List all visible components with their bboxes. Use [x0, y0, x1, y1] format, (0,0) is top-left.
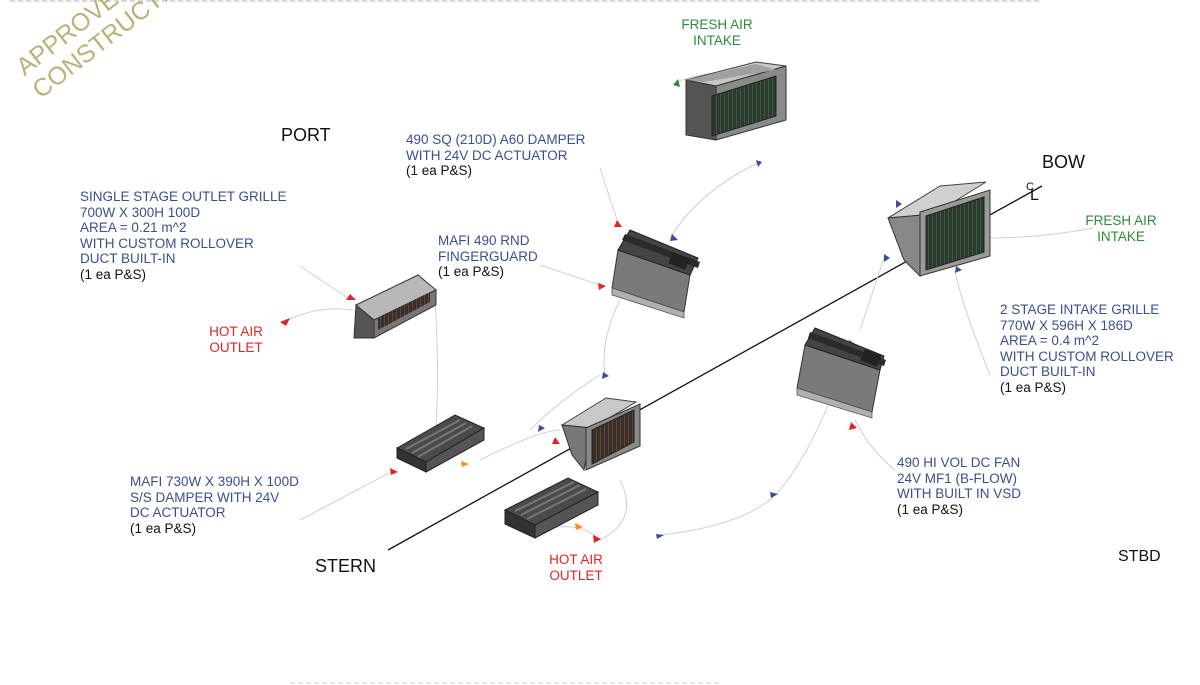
label-line: FRESH AIR [1085, 213, 1157, 228]
label-intake-grille: 2 STAGE INTAKE GRILLE 770W X 596H X 186D… [1000, 302, 1174, 395]
red-arrow [849, 422, 857, 430]
label-damper-490: 490 SQ (210D) A60 DAMPER WITH 24V DC ACT… [406, 132, 585, 179]
label-fresh-air-top: FRESH AIR INTAKE [672, 17, 762, 48]
label-fresh-air-right: FRESH AIR INTAKE [1076, 213, 1166, 244]
label-fingerguard: MAFI 490 RND FINGERGUARD (1 ea P&S) [438, 233, 538, 280]
label-line: FRESH AIR [681, 17, 753, 32]
flow-arrows [280, 79, 962, 543]
label-line: MAFI 490 RND [438, 233, 530, 248]
mafi-damper-left [395, 414, 486, 473]
label-line: HOT AIR [549, 552, 603, 567]
label-outlet-grille: SINGLE STAGE OUTLET GRILLE 700W X 300H 1… [80, 189, 287, 282]
label-line: AREA = 0.21 m^2 [80, 220, 187, 235]
label-mafi-damper: MAFI 730W X 390H X 100D S/S DAMPER WITH … [130, 474, 299, 536]
blue-arrow [602, 372, 609, 379]
blue-arrow [896, 200, 902, 208]
label-line: DUCT BUILT-IN [1000, 364, 1096, 379]
label-line: SINGLE STAGE OUTLET GRILLE [80, 189, 287, 204]
direction-bow: BOW [1042, 152, 1085, 172]
red-arrow [280, 318, 290, 326]
label-line: 24V MF1 (B-FLOW) [897, 470, 1018, 486]
orange-arrow [461, 461, 469, 467]
label-dc-fan: 490 HI VOL DC FAN 24V MF1 (B-FLOW) WITH … [897, 455, 1021, 517]
blue-arrow [884, 254, 890, 262]
outlet-grille-single-stage [353, 274, 437, 339]
centerline-c: C [1026, 181, 1034, 193]
label-line: AREA = 0.4 m^2 [1000, 333, 1100, 348]
label-qty: (1 ea P&S) [80, 266, 147, 282]
fresh-air-intake-hood-top [685, 61, 787, 141]
label-line: MAFI 730W X 390H X 100D [130, 474, 299, 489]
red-arrow [598, 283, 606, 290]
red-arrow [593, 535, 601, 543]
red-arrow [552, 437, 560, 444]
label-line: INTAKE [693, 32, 741, 48]
label-line: 490 SQ (210D) A60 DAMPER [406, 132, 586, 147]
label-hot-air-bottom: HOT AIR OUTLET [536, 552, 616, 583]
label-line: HOT AIR [209, 324, 263, 339]
label-hot-air-left: HOT AIR OUTLET [196, 324, 276, 355]
label-qty: (1 ea P&S) [1000, 379, 1067, 395]
blue-arrow [770, 492, 778, 498]
direction-stern: STERN [315, 556, 377, 576]
label-line: OUTLET [209, 339, 263, 355]
label-line: WITH 24V DC ACTUATOR [406, 147, 568, 163]
blue-arrow [955, 266, 962, 273]
label-line: WITH CUSTOM ROLLOVER [1000, 348, 1174, 364]
label-line: OUTLET [549, 567, 603, 583]
label-line: WITH BUILT IN VSD [897, 486, 1022, 501]
blue-arrow [656, 534, 664, 539]
label-line: DC ACTUATOR [130, 505, 226, 520]
blue-arrow [756, 160, 762, 167]
label-line: S/S DAMPER WITH 24V [130, 489, 280, 505]
blue-arrow [538, 425, 545, 432]
label-line: INTAKE [1097, 228, 1145, 244]
red-arrow [614, 220, 622, 227]
label-qty: (1 ea P&S) [130, 520, 197, 536]
orange-arrow [575, 523, 583, 530]
damper-490-actuator [611, 229, 700, 319]
label-line: DUCT BUILT-IN [80, 251, 176, 266]
centerline-l: L [1030, 187, 1039, 204]
hi-vol-dc-fan [796, 327, 886, 419]
label-line: 700W X 300H 100D [80, 204, 201, 220]
intake-grille-two-stage [887, 181, 991, 277]
center-outlet-grille [560, 397, 641, 472]
direction-stbd: STBD [1118, 548, 1161, 565]
green-arrow [673, 79, 680, 87]
label-line: FINGERGUARD [438, 248, 538, 264]
mafi-damper-bottom [503, 477, 600, 539]
label-line: 770W X 596H X 186D [1000, 317, 1133, 333]
red-arrow [390, 468, 398, 475]
label-line: 490 HI VOL DC FAN [897, 455, 1021, 470]
label-qty: (1 ea P&S) [406, 163, 473, 178]
label-qty: (1 ea P&S) [897, 501, 964, 517]
label-line: WITH CUSTOM ROLLOVER [80, 235, 254, 251]
blue-arrow [670, 234, 678, 241]
direction-port: PORT [281, 125, 331, 145]
label-qty: (1 ea P&S) [438, 264, 505, 279]
label-line: 2 STAGE INTAKE GRILLE [1000, 302, 1160, 317]
red-arrow [346, 294, 356, 300]
